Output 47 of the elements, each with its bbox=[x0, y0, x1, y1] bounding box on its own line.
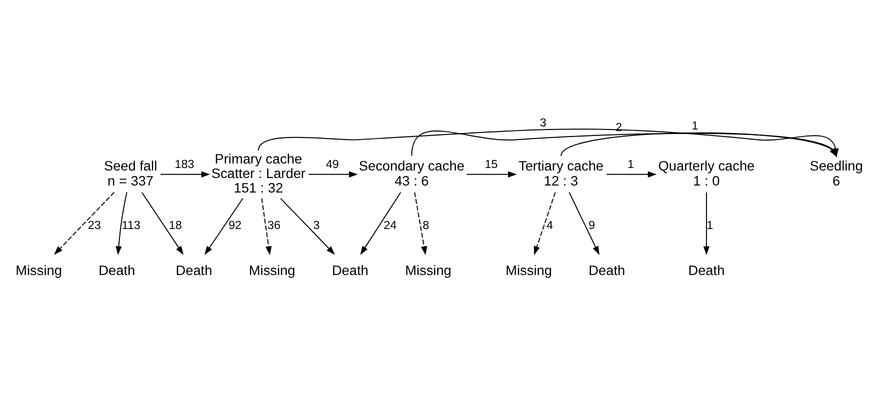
edge-label: 3 bbox=[540, 116, 546, 130]
node-text: Seedling 6 bbox=[810, 158, 863, 188]
arrow bbox=[568, 192, 600, 255]
arrow bbox=[466, 171, 517, 178]
edge-label: 92 bbox=[228, 219, 242, 232]
arrow bbox=[606, 171, 657, 178]
node-text: Primary cache Scatter : Larder 151 : 32 bbox=[211, 151, 306, 196]
node-text: Death bbox=[332, 263, 368, 278]
arrow bbox=[261, 198, 272, 256]
node-text: Missing bbox=[405, 263, 452, 278]
node-text: Seed fall n = 337 bbox=[104, 158, 158, 188]
node-text: Death bbox=[688, 263, 725, 278]
edge-label: 3 bbox=[313, 219, 320, 232]
edge-label: 183 bbox=[174, 158, 194, 172]
arrow bbox=[703, 192, 710, 256]
arrow bbox=[414, 192, 428, 256]
node-text: Quarterly cache 1 : 0 bbox=[658, 158, 755, 188]
arrow bbox=[534, 192, 556, 256]
edge-label: 113 bbox=[122, 219, 140, 232]
node-text: Missing bbox=[248, 263, 296, 278]
node-text: Secondary cache 43 : 6 bbox=[358, 158, 464, 188]
edge-label: 1 bbox=[628, 158, 634, 172]
edge-label: 1 bbox=[706, 219, 714, 232]
node-text: Missing bbox=[16, 263, 62, 278]
node-text: Missing bbox=[506, 263, 552, 278]
edge-label: 49 bbox=[326, 158, 339, 172]
node-text: Death bbox=[588, 263, 626, 278]
edge-label: 1 bbox=[692, 120, 698, 133]
arrow bbox=[141, 192, 184, 255]
edge-label: 18 bbox=[168, 219, 182, 232]
arrow bbox=[160, 171, 210, 178]
edge-label: 9 bbox=[588, 219, 596, 232]
arrow bbox=[204, 198, 244, 255]
arrow bbox=[308, 171, 358, 178]
edge-label: 24 bbox=[384, 219, 397, 232]
edge-label: 36 bbox=[268, 219, 281, 232]
node-text: Death bbox=[176, 263, 212, 278]
arrow bbox=[54, 192, 115, 255]
edge-label: 23 bbox=[88, 219, 101, 232]
node-text: Tertiary cache 12 : 3 bbox=[518, 158, 604, 188]
edge-label: 8 bbox=[422, 219, 430, 232]
arrow bbox=[116, 192, 128, 256]
node-text: Death bbox=[98, 263, 136, 278]
edge-label: 15 bbox=[484, 158, 498, 172]
edge-label: 4 bbox=[546, 219, 554, 232]
arrow bbox=[360, 192, 402, 255]
arrow bbox=[280, 198, 335, 255]
